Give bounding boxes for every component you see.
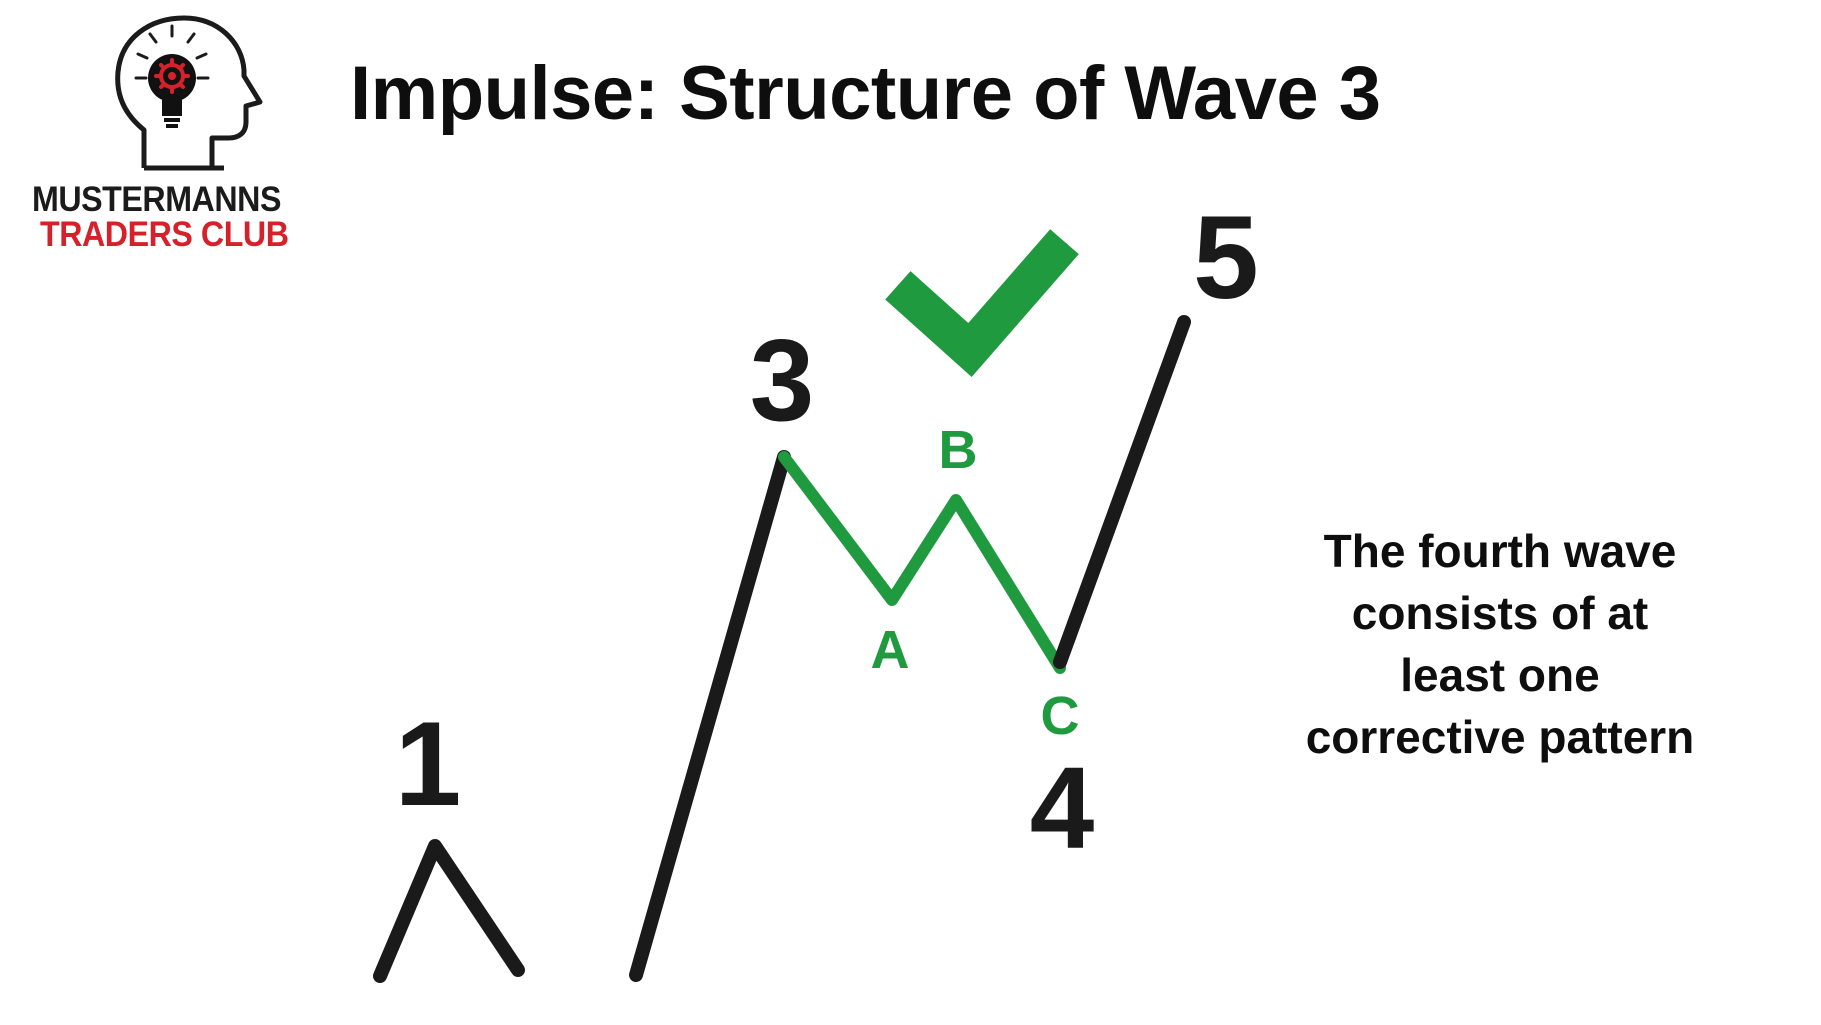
- head-lightbulb-gear-icon: [115, 15, 263, 171]
- description-line: least one: [1400, 649, 1600, 701]
- wave-label-3: 3: [750, 315, 815, 445]
- wave-label-4: 4: [1030, 743, 1095, 873]
- wave-label-5: 5: [1193, 192, 1259, 324]
- description-line: corrective pattern: [1305, 711, 1695, 763]
- checkmark-icon: [885, 229, 1079, 378]
- description-line: consists of at: [1351, 587, 1649, 639]
- page-title: Impulse: Structure of Wave 3: [350, 51, 1381, 136]
- brand-logo: MUSTERMANNS TRADERS CLUB: [20, 10, 340, 254]
- wave-5-line: [1053, 315, 1191, 669]
- wave-3-line: [629, 450, 791, 982]
- wave-label-1: 1: [395, 697, 462, 831]
- logo-text-line2: TRADERS CLUB: [40, 215, 289, 254]
- wave-1-line: [373, 839, 525, 983]
- wave-label-c: C: [1041, 686, 1080, 746]
- wave-label-a: A: [871, 620, 910, 680]
- logo-text-line1: MUSTERMANNS: [32, 180, 281, 219]
- description-text: The fourth wave consists of at least one…: [1240, 520, 1760, 768]
- wave-label-b: B: [939, 420, 978, 480]
- description-line: The fourth wave: [1323, 525, 1677, 577]
- wave-4-corrective-line: [778, 451, 1066, 674]
